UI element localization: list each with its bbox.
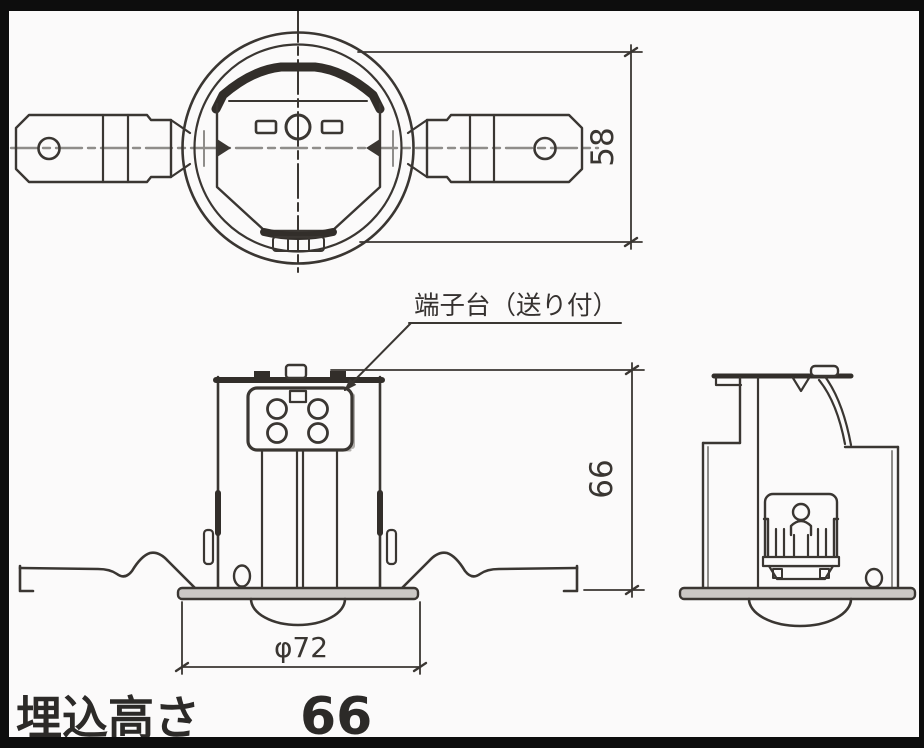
screw-hole xyxy=(232,564,252,588)
socket-window xyxy=(272,236,325,252)
dimension-phi72 xyxy=(174,601,428,675)
dim-tick xyxy=(623,46,639,58)
front-view: 端子台（送り付） 66 φ72 xyxy=(18,291,645,675)
v-notch xyxy=(791,376,811,393)
right-spring xyxy=(399,551,579,593)
left-spring xyxy=(18,551,198,593)
dim-tick xyxy=(624,364,640,376)
top-tab xyxy=(254,371,270,378)
left-ear xyxy=(217,139,231,157)
top-view: 58 xyxy=(9,7,643,273)
lamp-dome xyxy=(747,597,853,628)
lamp-dome xyxy=(249,597,347,627)
leader-arrowhead xyxy=(344,378,357,391)
right-ear xyxy=(366,139,380,157)
cable-line xyxy=(824,376,853,447)
dim-tick xyxy=(174,661,190,673)
left-knockout xyxy=(254,119,278,135)
left-clip xyxy=(202,528,215,566)
terminal-screw-holes xyxy=(266,398,329,444)
frame-bottom xyxy=(0,737,924,748)
dimension-58 xyxy=(357,44,643,250)
center-hole xyxy=(284,113,312,141)
trim-flange xyxy=(176,586,420,601)
right-knockout xyxy=(320,119,344,135)
reflector-arch xyxy=(211,62,385,114)
dimension-66-label: 66 xyxy=(584,459,620,498)
dim-tick xyxy=(412,661,428,673)
terminal-callout-label: 端子台（送り付） xyxy=(414,291,618,321)
dimension-66 xyxy=(330,362,645,598)
socket-head xyxy=(789,519,813,537)
frame-top xyxy=(0,0,924,11)
terminal-notch xyxy=(288,389,308,404)
leader-line xyxy=(344,322,412,391)
left-arm-hole xyxy=(37,136,61,161)
left-mounting-arm xyxy=(14,113,192,184)
top-tab xyxy=(330,371,346,378)
right-arm-hole xyxy=(533,136,557,161)
dim-tick xyxy=(623,236,639,248)
right-mounting-arm xyxy=(406,113,584,184)
flange-lip xyxy=(714,376,743,387)
dimension-phi72-label: φ72 xyxy=(274,631,328,664)
dim-tick xyxy=(624,584,640,596)
frame-right xyxy=(919,0,924,748)
outer-ring xyxy=(181,31,415,265)
cable-line xyxy=(817,378,847,446)
trim-flange xyxy=(678,586,917,601)
side-view xyxy=(678,364,917,628)
frame-left xyxy=(0,0,9,748)
socket-band xyxy=(260,228,337,240)
dimension-58-label: 58 xyxy=(585,127,621,166)
center-channel xyxy=(260,448,339,590)
recessed-height-label: 埋込高さ xyxy=(16,691,200,745)
socket-assembly xyxy=(761,492,841,581)
top-center-tab xyxy=(284,363,308,380)
right-clip xyxy=(385,528,398,566)
housing-octagon xyxy=(215,102,382,233)
top-tab xyxy=(809,364,840,378)
